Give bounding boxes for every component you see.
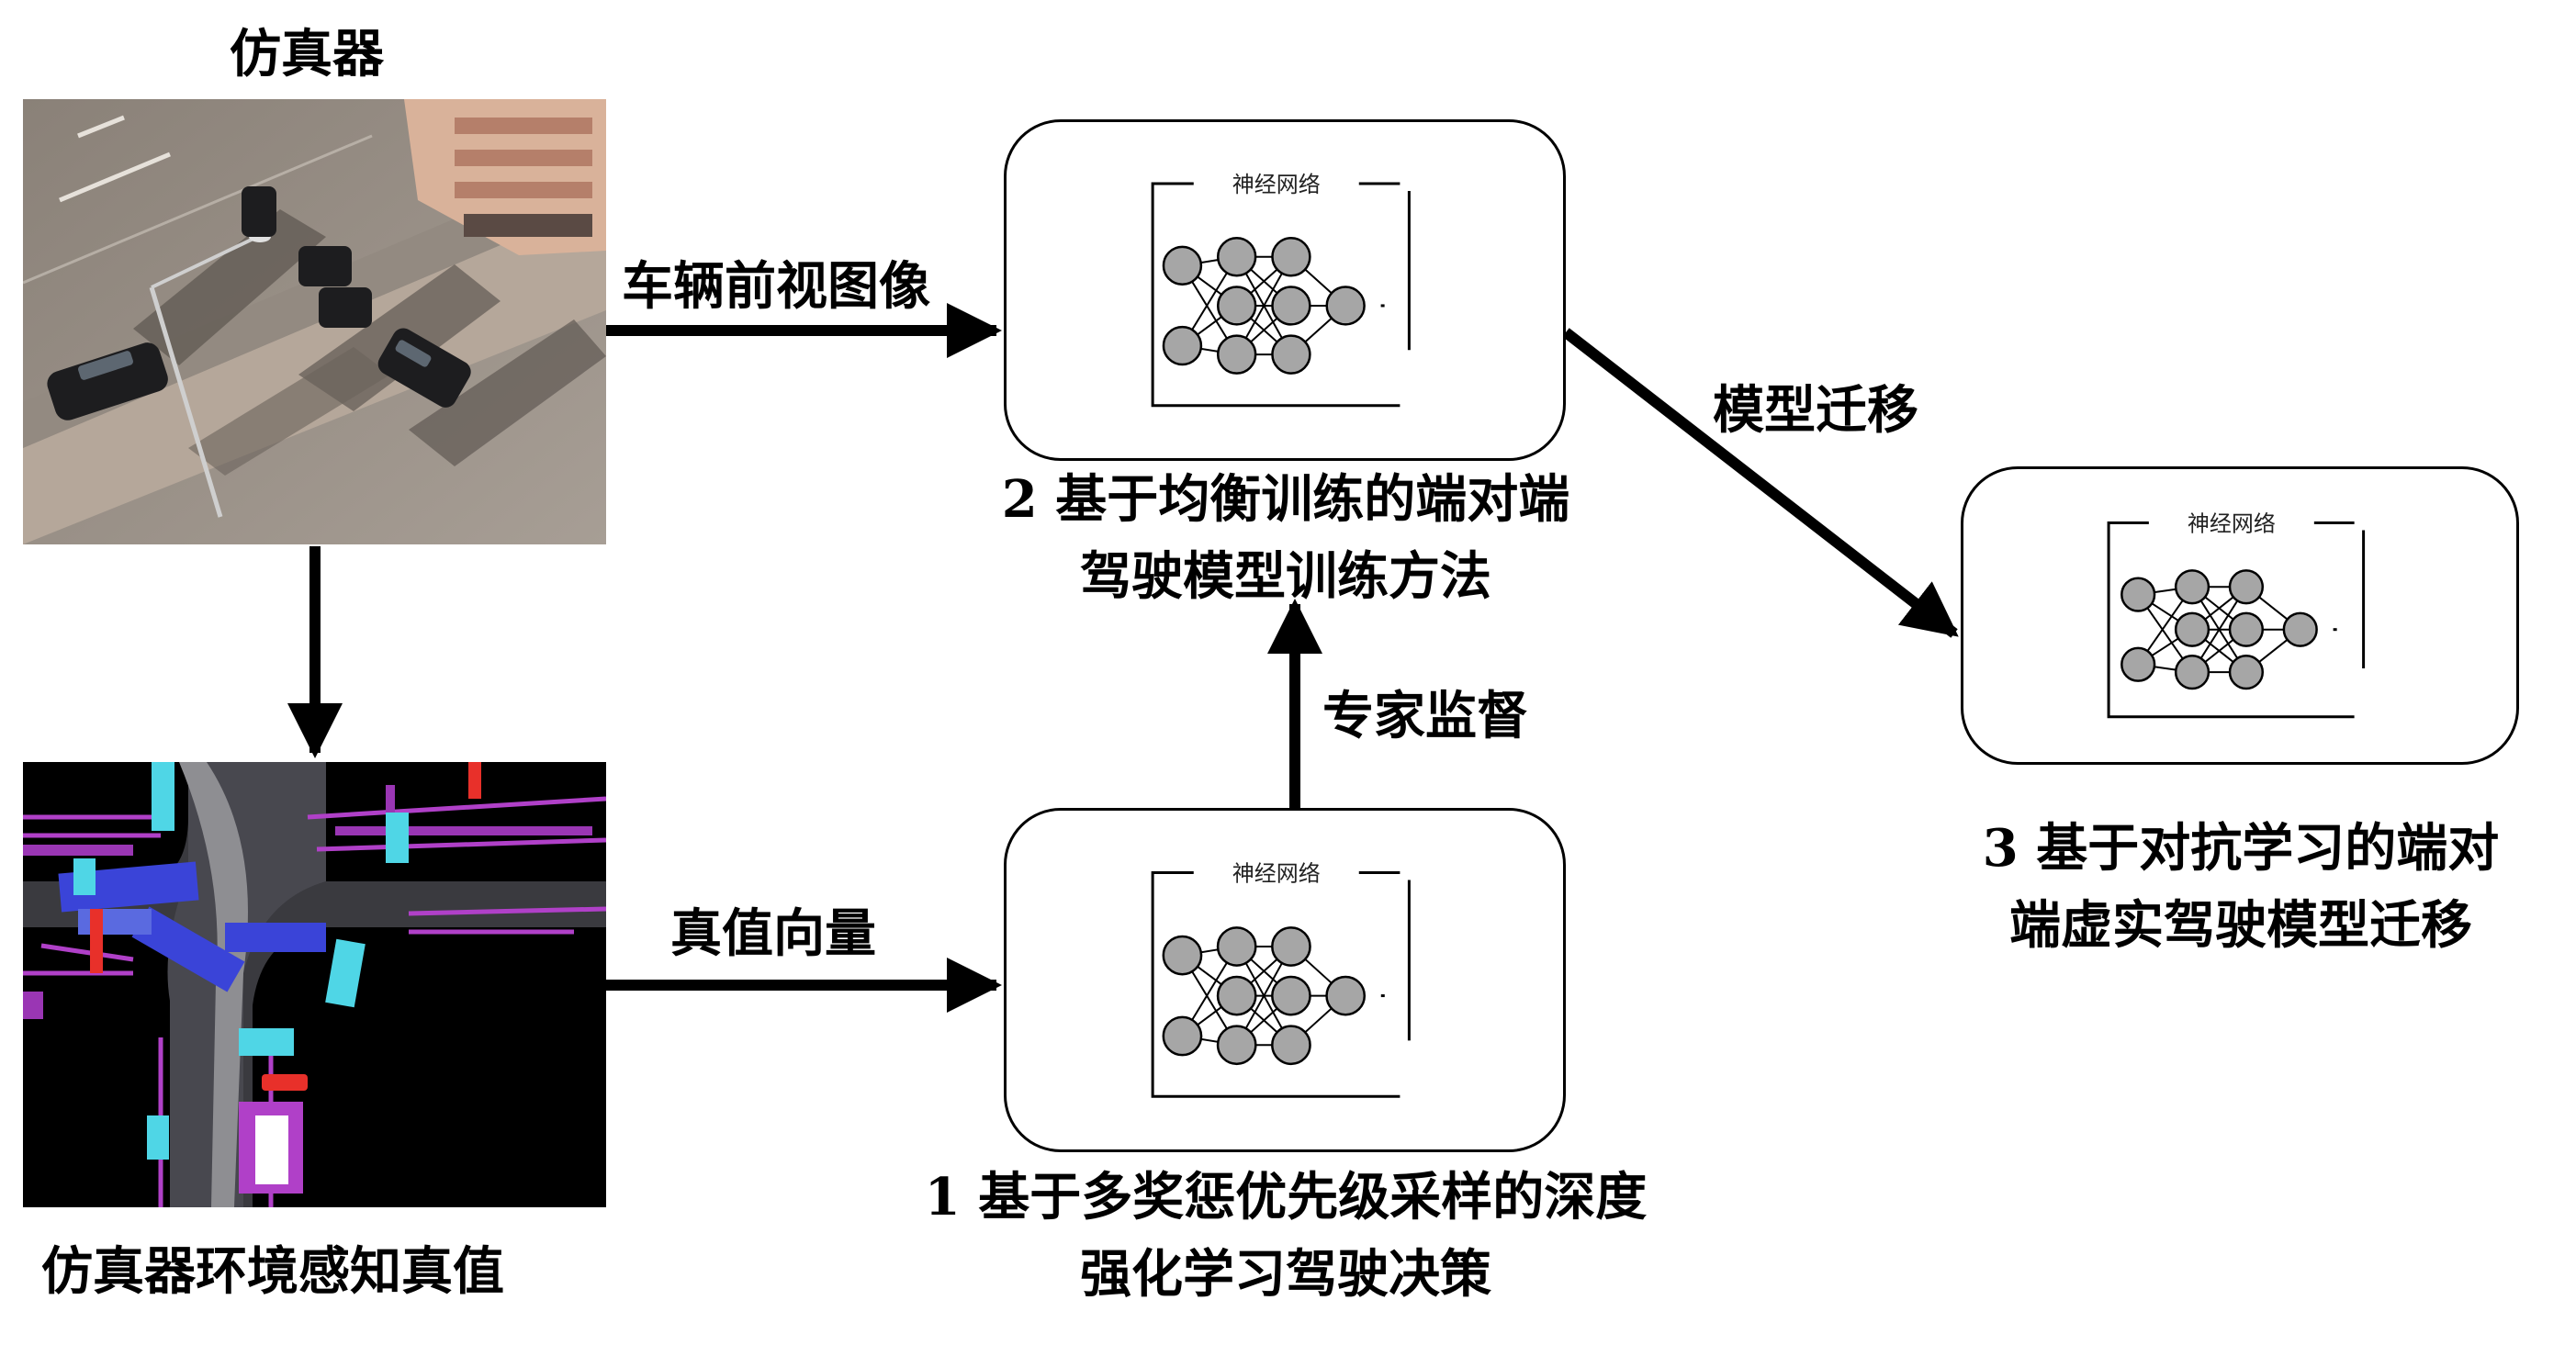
neural-network-diagram: 神经网络 xyxy=(2107,511,2366,719)
edge-label-model-transfer: 模型迁移 xyxy=(1713,381,1918,441)
method-2-caption: 2 基于均衡训练的端对端 驾驶模型训练方法 xyxy=(928,461,1644,616)
nn-node xyxy=(2228,569,2265,605)
nn-node xyxy=(2228,655,2265,690)
nn-label: 神经网络 xyxy=(1232,861,1321,887)
nn-node xyxy=(1271,926,1311,967)
nn-node xyxy=(1271,286,1311,326)
method-1-title-line2: 强化学习驾驶决策 xyxy=(1080,1245,1491,1305)
edge-label-front-image: 车辆前视图像 xyxy=(622,257,930,317)
simulator-title: 仿真器 xyxy=(230,25,384,84)
nn-node xyxy=(1216,237,1257,277)
method-3-caption: 3 基于对抗学习的端对 端虚实驾驶模型迁移 xyxy=(1910,810,2571,965)
nn-label: 神经网络 xyxy=(1232,172,1321,197)
nn-node xyxy=(1162,1015,1203,1057)
nn-node xyxy=(2282,611,2318,647)
method-3-number: 3 xyxy=(1982,818,2019,879)
nn-node xyxy=(1162,325,1203,366)
simulator-front-view-image xyxy=(23,99,606,544)
nn-frame xyxy=(1151,871,1400,1098)
nn-node xyxy=(1271,975,1311,1016)
method-2-number: 2 xyxy=(1001,469,1038,530)
neural-network-box-1: 神经网络 xyxy=(1004,808,1566,1152)
neural-network-box-2: 神经网络 xyxy=(1004,119,1566,461)
edge-label-expert-supervision: 专家监督 xyxy=(1322,687,1528,746)
perception-caption: 仿真器环境感知真值 xyxy=(41,1242,504,1302)
neural-network-diagram: 神经网络 xyxy=(1151,861,1411,1098)
nn-frame xyxy=(2107,521,2355,719)
method-1-number: 1 xyxy=(924,1167,961,1227)
nn-node xyxy=(1271,1025,1311,1066)
nn-node xyxy=(2228,611,2265,647)
method-2-title-line1: 基于均衡训练的端对端 xyxy=(1055,470,1570,530)
method-2-title-line2: 驾驶模型训练方法 xyxy=(1080,547,1491,607)
nn-node xyxy=(2120,646,2156,682)
nn-icon-group: 神经网络 xyxy=(1151,172,1411,408)
method-3-title-line2: 端虚实驾驶模型迁移 xyxy=(2009,896,2472,956)
nn-node xyxy=(1216,1025,1257,1066)
method-1-title-line1: 基于多奖惩优先级采样的深度 xyxy=(978,1168,1648,1227)
nn-node xyxy=(1216,975,1257,1016)
nn-node xyxy=(1162,245,1203,286)
nn-node xyxy=(1271,334,1311,375)
nn-node xyxy=(1162,935,1203,976)
method-3-title-line1: 基于对抗学习的端对 xyxy=(2036,819,2500,879)
nn-node xyxy=(2174,611,2210,647)
nn-node xyxy=(1216,334,1257,375)
nn-node xyxy=(2174,569,2210,605)
neural-network-box-3: 神经网络 xyxy=(1961,466,2519,765)
nn-node xyxy=(1216,926,1257,967)
nn-node xyxy=(1325,286,1366,326)
nn-node xyxy=(1325,975,1367,1016)
edge-label-truth-vector: 真值向量 xyxy=(670,904,876,964)
nn-node xyxy=(1271,237,1311,277)
nn-node xyxy=(2120,577,2156,612)
method-1-caption: 1 基于多奖惩优先级采样的深度 强化学习驾驶决策 xyxy=(836,1159,1736,1314)
perception-bev-image xyxy=(23,762,606,1207)
nn-icon-group: 神经网络 xyxy=(2107,511,2366,719)
neural-network-diagram: 神经网络 xyxy=(1151,172,1411,408)
nn-icon-group: 神经网络 xyxy=(1151,861,1411,1098)
nn-node xyxy=(1216,286,1257,326)
nn-node xyxy=(2174,655,2210,690)
nn-label: 神经网络 xyxy=(2188,511,2276,537)
nn-frame xyxy=(1151,182,1400,408)
